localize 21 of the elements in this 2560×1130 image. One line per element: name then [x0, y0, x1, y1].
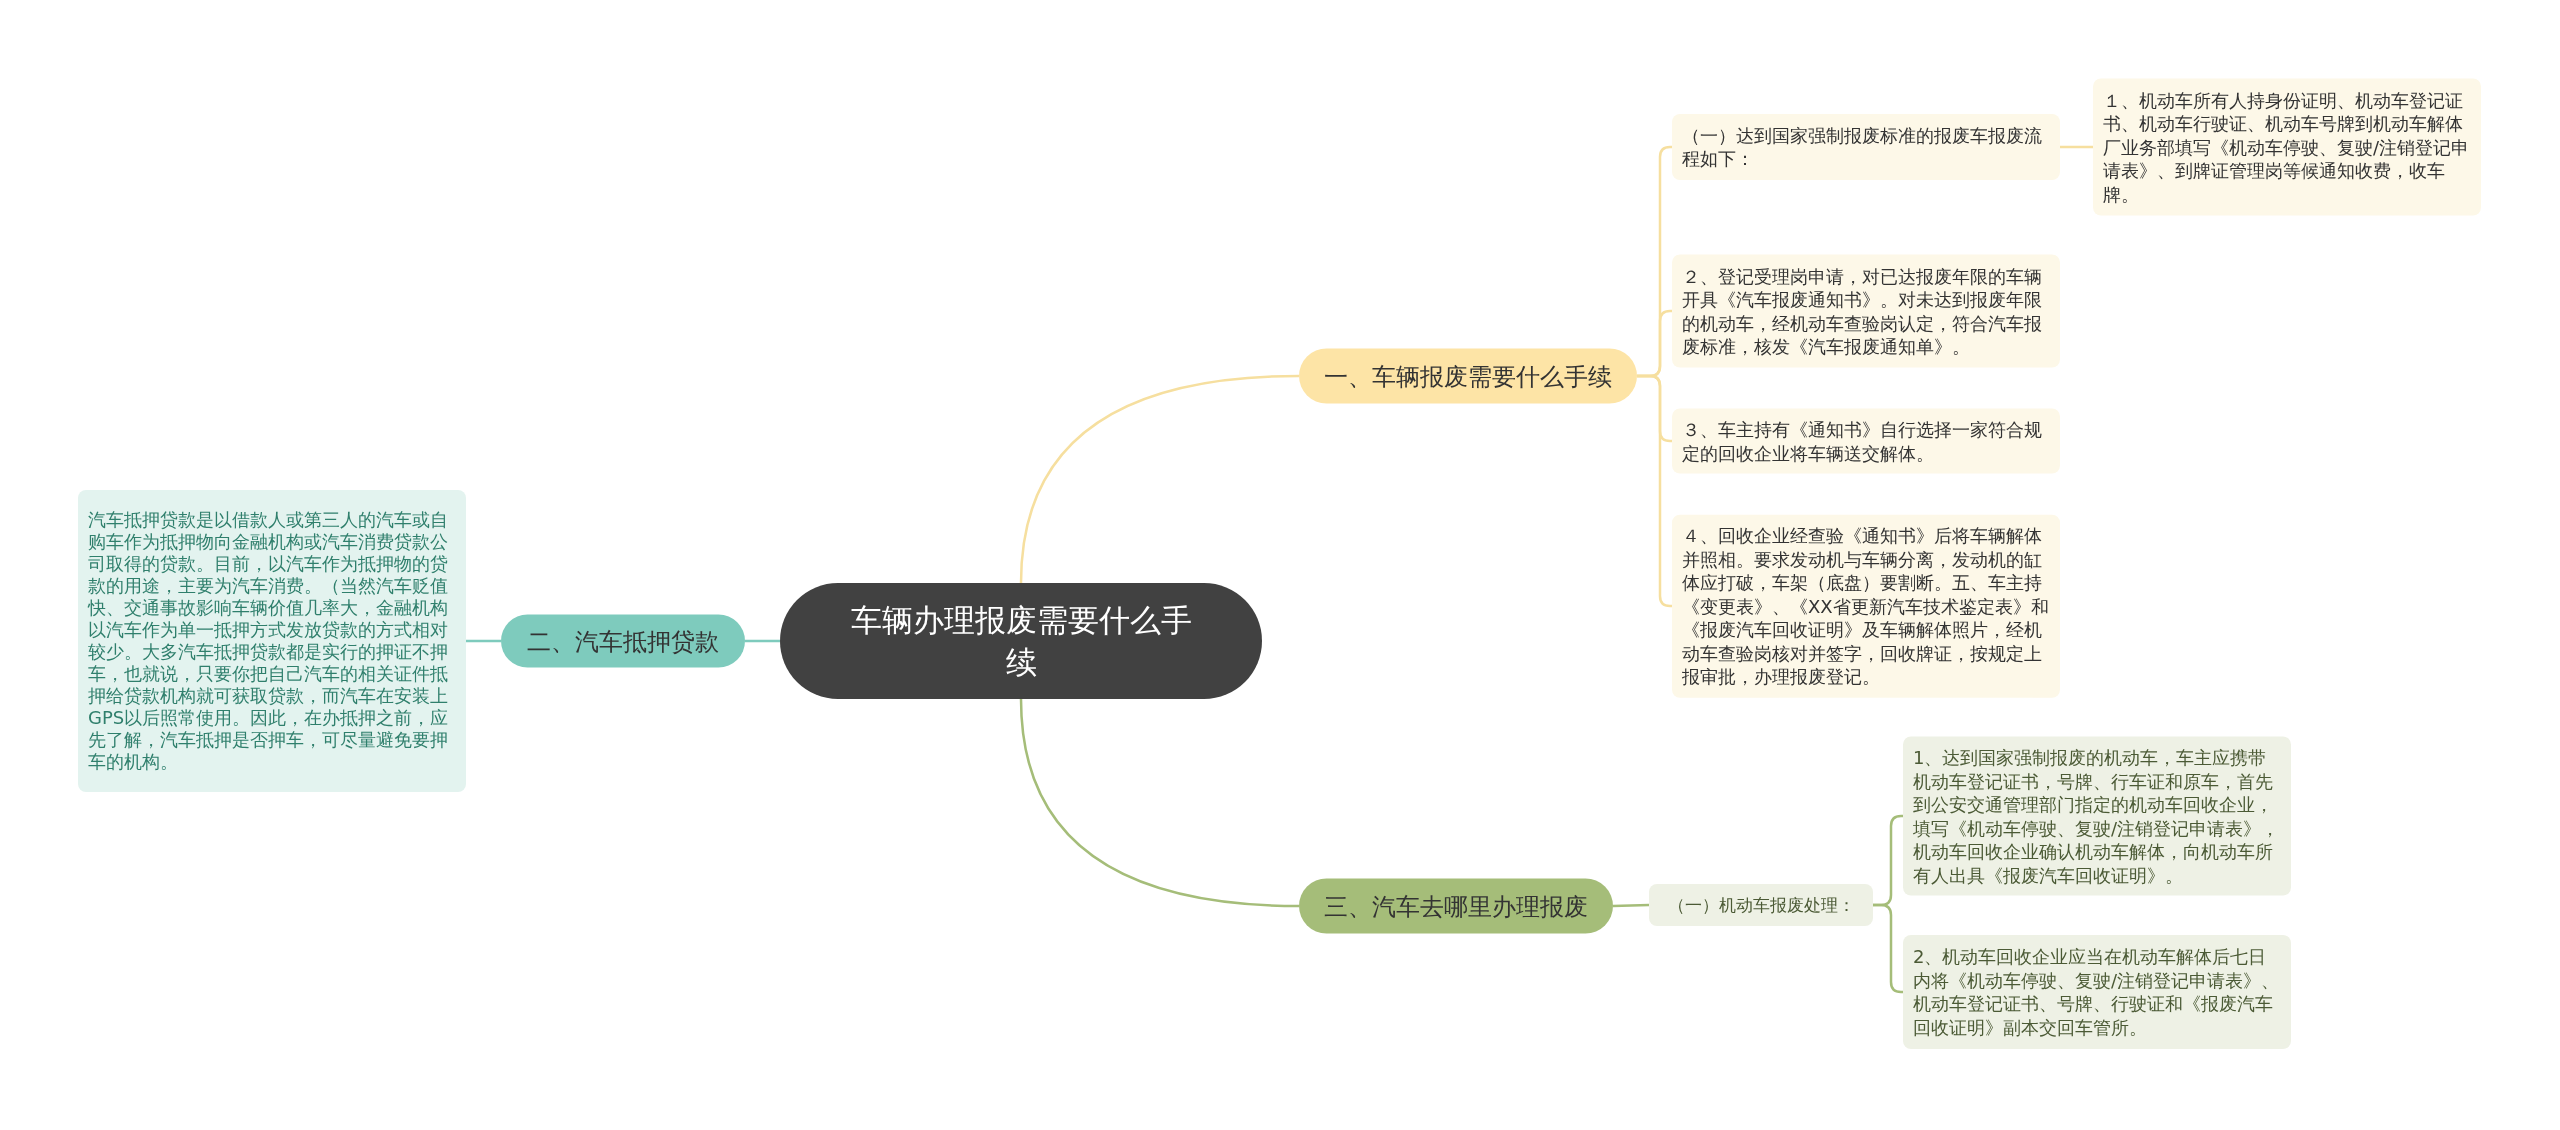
connector-line — [1637, 374, 1672, 608]
central-topic: 车辆办理报废需要什么手续 — [780, 583, 1262, 699]
subtopic-box: （一）机动车报废处理： — [1649, 884, 1873, 926]
note-box: ４、回收企业经查验《通知书》后将车辆解体并照相。要求发动机与车辆分离，发动机的缸体应打破，车架（底盘）要割断。五、车主持《变更表》、《XX省更新汽车技术鉴定表》和《报废汽车回收证明》及车辆解体照片，经机动车查验岗核对并签字，回收牌证，按规定上报审批，办理报废登记。 — [1672, 514, 2060, 698]
branch-topic: 三、汽车去哪里办理报废 — [1299, 878, 1613, 934]
note-box: ２、登记受理岗申请，对已达报废年限的车辆开具《汽车报废通知书》。对未达到报废年限的机动车，经机动车查验岗认定，符合汽车报废标准，核发《汽车报废通知单》。 — [1672, 254, 2060, 368]
connector-line — [1873, 903, 1903, 994]
note-box: 1、达到国家强制报废的机动车，车主应携带机动车登记证书，号牌、行车证和原车，首先到公安交通管理部门指定的机动车回收企业，填写《机动车停驶、复驶/注销登记申请表》，机动车回收企业确认机动车解体，向机动车所有人出具《报废汽车回收证明》。 — [1903, 736, 2291, 896]
connector-line — [1612, 903, 1650, 908]
connector-line — [745, 639, 780, 643]
note-box: 汽车抵押贷款是以借款人或第三人的汽车或自购车作为抵押物向金融机构或汽车消费贷款公司取得的贷款。目前，以汽车作为抵押物的贷款的用途，主要为汽车消费。（当然汽车贬值快、交通事故影响车辆价值几率大，金融机构以汽车作为单一抵押方式发放贷款的方式相对较少。大多汽车抵押贷款都是实行的押证不押车，也就说，只要你把自己汽车的相关证件抵押给贷款机构就可获取贷款，而汽车在安装上GPS以后照常使用。因此，在办抵押之前，应先了解，汽车抵押是否押车，可尽量避免要押车的机构。 — [78, 490, 466, 792]
connector-line — [2060, 145, 2093, 149]
connector-line — [1019, 374, 1300, 584]
connector-line — [466, 639, 501, 643]
branch-topic: 二、汽车抵押贷款 — [501, 614, 745, 668]
note-box: 2、机动车回收企业应当在机动车解体后七日内将《机动车停驶、复驶/注销登记申请表》、机动车登记证书、号牌、行驶证和《报废汽车回收证明》副本交回车管所。 — [1903, 935, 2291, 1049]
connector-line — [1019, 698, 1300, 908]
note-box: ３、车主持有《通知书》自行选择一家符合规定的回收企业将车辆送交解体。 — [1672, 408, 2060, 474]
note-box: （一）达到国家强制报废标准的报废车报废流程如下： — [1672, 114, 2060, 180]
branch-topic: 一、车辆报废需要什么手续 — [1299, 348, 1637, 404]
note-box: １、机动车所有人持身份证明、机动车登记证书、机动车行驶证、机动车号牌到机动车解体厂业务部填写《机动车停驶、复驶/注销登记申请表》、到牌证管理岗等候通知收费，收车牌。 — [2093, 78, 2481, 216]
